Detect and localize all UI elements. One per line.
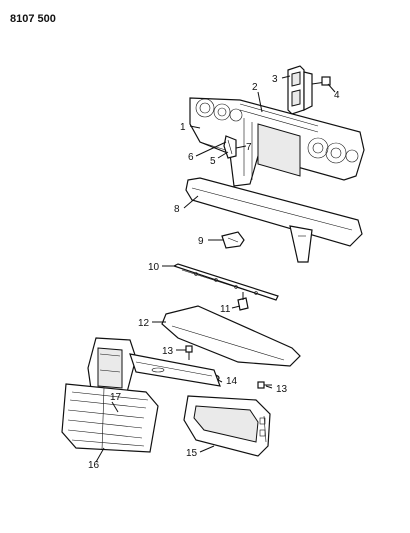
callout-8: 8 bbox=[174, 204, 180, 215]
callout-3: 3 bbox=[272, 74, 278, 85]
small-bracket bbox=[221, 231, 245, 249]
callout-9: 9 bbox=[198, 236, 204, 247]
grille-center-bar bbox=[129, 353, 221, 387]
callout-17: 17 bbox=[110, 392, 122, 403]
callout-11: 11 bbox=[220, 304, 231, 315]
callout-13-left: 13 bbox=[162, 346, 174, 357]
callout-1: 1 bbox=[180, 122, 186, 133]
latch-bracket bbox=[223, 135, 237, 159]
callout-2: 2 bbox=[252, 82, 258, 93]
grille-left-bezel bbox=[87, 337, 137, 401]
callout-5: 5 bbox=[210, 156, 216, 167]
screw-part-13a bbox=[185, 345, 193, 360]
callout-7: 7 bbox=[246, 142, 252, 153]
callout-14: 14 bbox=[226, 376, 238, 387]
grille-insert bbox=[61, 383, 159, 453]
screw-part-13b bbox=[257, 381, 272, 389]
callout-16: 16 bbox=[88, 460, 100, 471]
callout-13-right: 13 bbox=[276, 384, 288, 395]
radiator-support-panel bbox=[189, 97, 365, 187]
callout-4: 4 bbox=[334, 90, 340, 101]
headlamp-bezel-right bbox=[183, 395, 271, 457]
leader-lines bbox=[95, 75, 336, 463]
seal-strip bbox=[172, 263, 279, 301]
callout-10: 10 bbox=[148, 262, 160, 273]
callout-15: 15 bbox=[186, 448, 198, 459]
clip-part bbox=[237, 292, 249, 311]
diagram-code: 8107 500 bbox=[10, 13, 56, 25]
cover-panel bbox=[161, 305, 301, 367]
callout-12: 12 bbox=[138, 318, 150, 329]
bolt-part-4 bbox=[311, 76, 331, 86]
bracket-part bbox=[287, 65, 313, 115]
callout-6: 6 bbox=[188, 152, 194, 163]
lower-bar bbox=[185, 177, 363, 263]
callouts: 1 2 3 4 5 6 7 8 9 10 11 12 13 13 14 15 1… bbox=[88, 74, 340, 471]
